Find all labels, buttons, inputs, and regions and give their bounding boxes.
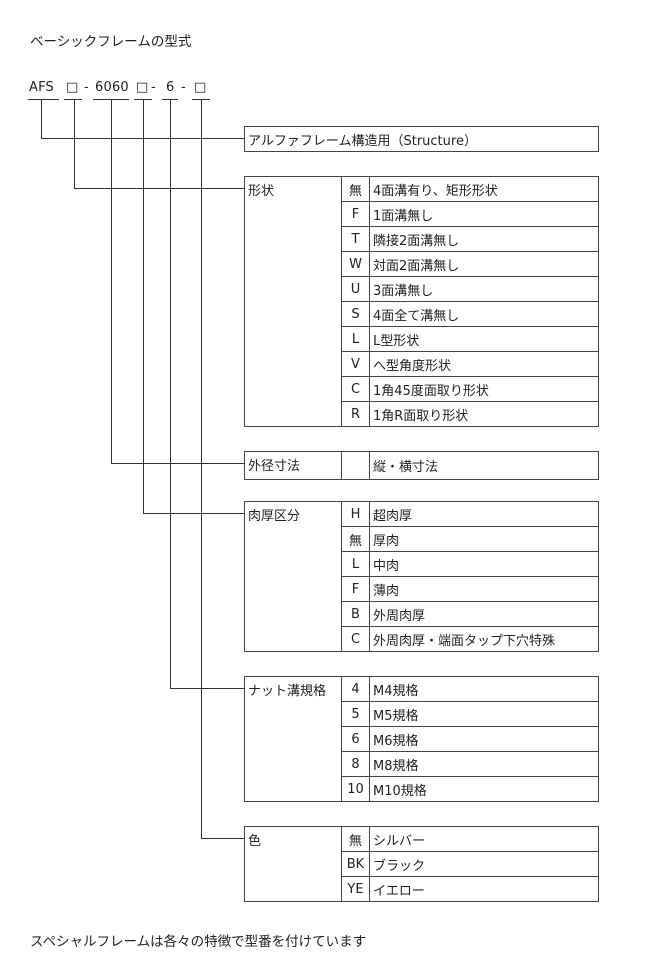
nut-desc: M10規格 [369, 776, 599, 802]
nut-desc: M4規格 [369, 676, 599, 702]
shape-code: C [341, 376, 370, 402]
thickness-code: C [341, 626, 370, 652]
shape-desc: 1角R面取り形状 [369, 401, 599, 427]
table-row: 色 無 シルバー [244, 826, 599, 902]
thickness-code: H [341, 501, 370, 527]
nut-desc: M5規格 [369, 701, 599, 727]
page-title: ベーシックフレームの型式 [30, 34, 192, 50]
code-dash-3: - [181, 80, 186, 95]
shape-code: F [341, 201, 370, 227]
code-dash-1: - [84, 80, 89, 95]
color-label: 色 [244, 826, 342, 902]
code-underline [93, 99, 129, 100]
code-box-3: □ [194, 80, 207, 95]
code-underline [162, 99, 178, 100]
table-row: ナット溝規格 4 M4規格 [244, 676, 599, 802]
color-code: 無 [341, 826, 370, 852]
color-desc: シルバー [369, 826, 599, 852]
shape-desc: 4面全て溝無し [369, 301, 599, 327]
nut-code: 5 [341, 701, 370, 727]
thickness-desc: 薄肉 [369, 576, 599, 602]
table-row: 肉厚区分 H 超肉厚 [244, 501, 599, 652]
nut-code: 8 [341, 751, 370, 777]
outer-desc: 縦・横寸法 [369, 451, 599, 480]
shape-desc: 1面溝無し [369, 201, 599, 227]
thickness-desc: 超肉厚 [369, 501, 599, 527]
code-box-1: □ [66, 80, 79, 95]
code-underline [192, 99, 210, 100]
code-size: 6060 [95, 80, 129, 95]
code-underline [64, 99, 82, 100]
thickness-label: 肉厚区分 [244, 501, 342, 652]
shape-desc: へ型角度形状 [369, 351, 599, 377]
thickness-desc: 外周肉厚 [369, 601, 599, 627]
table-row: 無厚肉 [245, 526, 599, 552]
shape-code: L [341, 326, 370, 352]
code-underline [28, 99, 59, 100]
thickness-code: B [341, 601, 370, 627]
structure-label: アルファフレーム構造用（Structure） [244, 126, 599, 152]
shape-label: 形状 [244, 176, 342, 427]
shape-code: S [341, 301, 370, 327]
color-code: BK [341, 851, 370, 877]
thickness-code: F [341, 576, 370, 602]
code-dash-2: - [151, 80, 156, 95]
outer-label: 外径寸法 [244, 451, 342, 480]
shape-code: R [341, 401, 370, 427]
color-code: YE [341, 876, 370, 902]
structure-table: アルファフレーム構造用（Structure） [244, 126, 599, 152]
outer-code [341, 451, 370, 480]
shape-desc: L型形状 [369, 326, 599, 352]
outer-dimension-table: 外径寸法 縦・横寸法 [244, 451, 599, 480]
footer-note: スペシャルフレームは各々の特徴で型番を付けています [30, 934, 367, 950]
thickness-desc: 外周肉厚・端面タップ下穴特殊 [369, 626, 599, 652]
shape-desc: 1角45度面取り形状 [369, 376, 599, 402]
code-prefix: AFS [29, 80, 54, 95]
thickness-desc: 中肉 [369, 551, 599, 577]
code-box-2: □ [136, 80, 149, 95]
code-underline [134, 99, 152, 100]
shape-code: T [341, 226, 370, 252]
nut-code: 6 [341, 726, 370, 752]
shape-code: 無 [341, 176, 370, 202]
code-nut: 6 [166, 80, 175, 95]
nut-code: 10 [341, 776, 370, 802]
nut-code: 4 [341, 676, 370, 702]
shape-desc: 隣接2面溝無し [369, 226, 599, 252]
shape-code: V [341, 351, 370, 377]
shape-desc: 3面溝無し [369, 276, 599, 302]
thickness-desc: 厚肉 [369, 526, 599, 552]
shape-code: W [341, 251, 370, 277]
nut-label: ナット溝規格 [244, 676, 342, 802]
nut-desc: M8規格 [369, 751, 599, 777]
table-row: 外径寸法 縦・横寸法 [244, 451, 599, 480]
thickness-code: L [341, 551, 370, 577]
shape-code: U [341, 276, 370, 302]
color-desc: ブラック [369, 851, 599, 877]
table-row: 形状 無 4面溝有り、矩形形状 [244, 176, 599, 427]
shape-desc: 4面溝有り、矩形形状 [369, 176, 599, 202]
thickness-code: 無 [341, 526, 370, 552]
shape-desc: 対面2面溝無し [369, 251, 599, 277]
color-desc: イエロー [369, 876, 599, 902]
nut-desc: M6規格 [369, 726, 599, 752]
